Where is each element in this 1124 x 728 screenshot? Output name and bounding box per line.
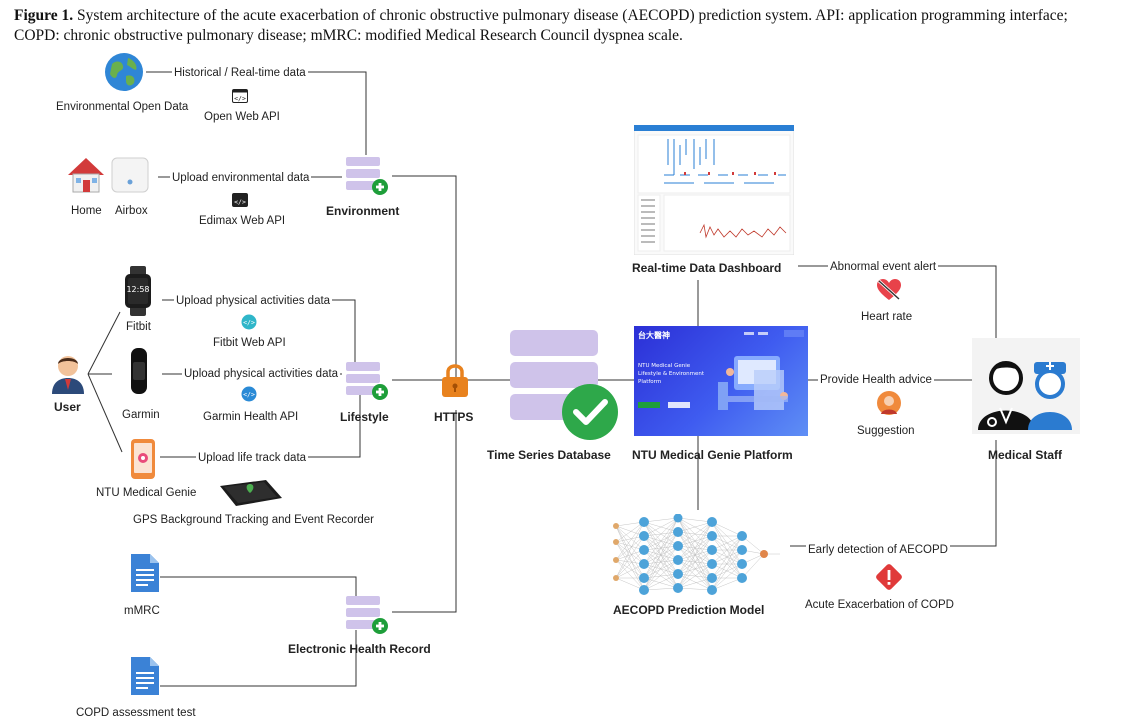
svg-text:</>: </> [234,198,246,206]
ehr-label: Electronic Health Record [288,642,431,656]
tsdb-label: Time Series Database [487,448,611,462]
edimax-api-label: Edimax Web API [199,215,286,227]
svg-text:</>: </> [243,391,255,399]
phone-app-icon [130,438,156,480]
garmin-label: Garmin [122,409,160,421]
mmrc-document-icon [130,553,160,593]
svg-text:12:58: 12:58 [126,285,149,294]
edimax-api-icon: </> [232,193,248,207]
airbox-icon [110,156,152,194]
platform-label: NTU Medical Genie Platform [632,448,793,462]
caption-text: System architecture of the acute exacerb… [14,7,1068,44]
open-web-api-icon: </> [232,89,248,103]
dashboard-screenshot [634,125,794,255]
fitbit-api-label: Fitbit Web API [213,337,286,349]
svg-text:</>: </> [243,319,255,327]
ehr-db-icon [346,596,392,636]
lifestyle-label: Lifestyle [340,410,389,424]
svg-text:</>: </> [234,95,246,103]
alert-diamond-icon [875,563,903,591]
model-label: AECOPD Prediction Model [613,603,765,617]
acute-exacerbation-label: Acute Exacerbation of COPD [805,599,954,611]
mmrc-label: mMRC [124,605,160,617]
upload-env-label: Upload environmental data [170,171,312,185]
figure-caption: Figure 1. System architecture of the acu… [14,6,1110,46]
platform-brand: 台大醫神 [638,331,670,340]
provide-advice-label: Provide Health advice [818,373,934,387]
user-label: User [54,400,81,414]
https-label: HTTPS [434,410,474,424]
ntu-genie-label: NTU Medical Genie [96,487,197,499]
platform-illustration [638,330,804,410]
lock-icon [440,362,470,398]
upload-life-track-label: Upload life track data [196,451,309,465]
user-avatar-icon [50,352,86,394]
abnormal-alert-label: Abnormal event alert [828,260,939,274]
garmin-api-icon: </> [241,386,257,402]
airbox-label: Airbox [115,205,148,217]
early-detection-label: Early detection of AECOPD [806,543,950,557]
open-web-api-label: Open Web API [204,111,280,123]
garmin-api-label: Garmin Health API [203,411,299,423]
fitbit-api-icon: </> [241,314,257,330]
historical-link-label: Historical / Real-time data [172,66,308,80]
copd-test-document-icon [130,656,160,696]
home-label: Home [71,205,102,217]
gps-phone-icon [214,478,286,508]
lifestyle-db-icon [346,362,392,402]
platform-screenshot: 台大醫神 NTU Medical Genie Lifestyle & Envir… [634,326,808,436]
heart-rate-label: Heart rate [861,311,913,323]
medical-staff-label: Medical Staff [988,448,1063,462]
environment-label: Environment [326,204,400,218]
dashboard-label: Real-time Data Dashboard [632,261,782,275]
env-open-data-label: Environmental Open Data [56,101,189,113]
caption-label: Figure 1. [14,7,74,24]
suggestion-label: Suggestion [857,425,915,437]
garmin-band-icon [124,348,154,394]
suggestion-person-icon [876,390,902,416]
upload-fitbit-label: Upload physical activities data [174,294,333,308]
platform-headline: NTU Medical Genie Lifestyle & Environmen… [638,363,705,385]
tsdb-icon [510,330,622,442]
medical-staff-icon [972,338,1080,434]
fitbit-watch-icon: 12:58 [122,266,154,316]
home-icon [66,156,106,194]
upload-garmin-label: Upload physical activities data [182,367,341,381]
environment-db-icon [346,157,392,197]
globe-icon [104,52,144,92]
heart-rate-icon [876,278,902,302]
copd-test-label: COPD assessment test [76,707,196,719]
fitbit-label: Fitbit [126,321,151,333]
gps-tracking-label: GPS Background Tracking and Event Record… [133,514,374,526]
neural-network-icon [604,514,792,596]
